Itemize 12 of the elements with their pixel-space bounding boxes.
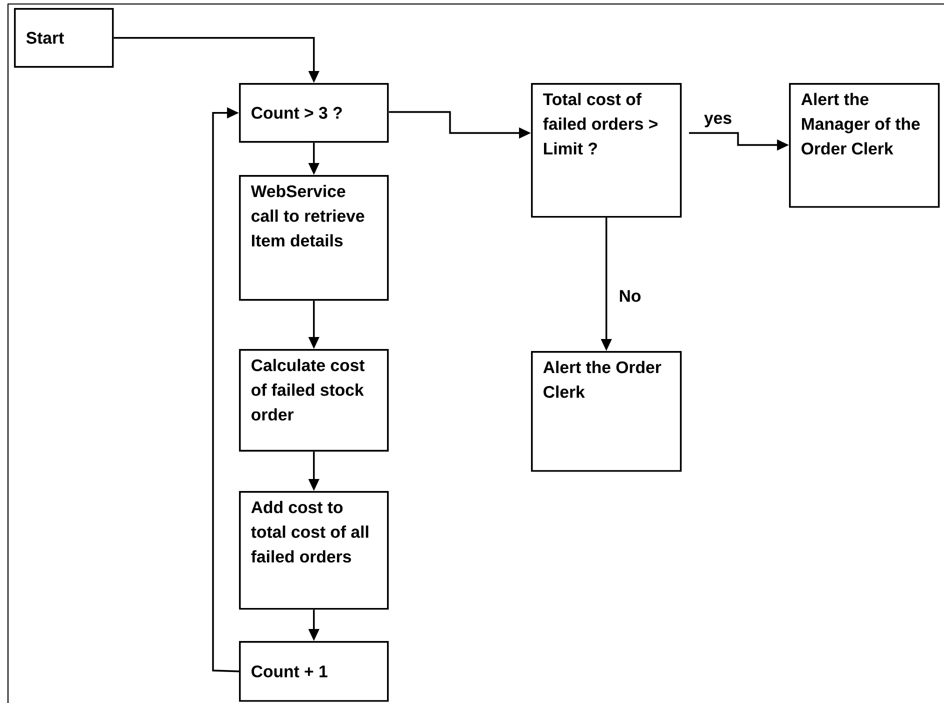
process-box: Alert the Order Clerk [531,351,682,472]
process-box: Count + 1 [239,641,389,702]
process-box: WebService call to retrieve Item details [239,175,389,301]
process-box: Alert the Manager of the Order Clerk [789,83,940,208]
process-box: Start [14,8,114,68]
process-box: Calculate cost of failed stock order [239,349,389,452]
arrow [212,107,240,672]
edge-label: yes [702,113,734,129]
process-box: Total cost of failed orders > Limit ? [531,83,682,218]
process-box: Count > 3 ? [239,83,389,143]
edge-label: No [617,288,643,304]
process-box: Add cost to total cost of all failed orders [239,491,389,610]
